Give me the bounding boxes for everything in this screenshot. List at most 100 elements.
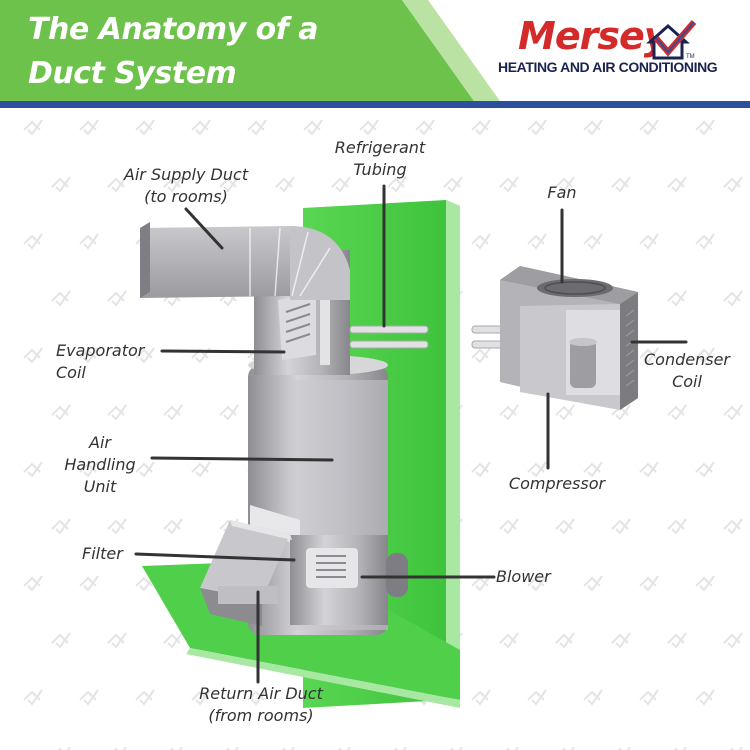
return-air-duct [200, 520, 292, 626]
background-house-mark [471, 461, 491, 478]
background-house-mark [611, 176, 631, 193]
background-house-mark [191, 461, 211, 478]
background-house-mark [695, 119, 715, 136]
background-house-mark [729, 746, 743, 750]
background-house-mark [695, 689, 715, 706]
background-house-mark [471, 233, 491, 250]
label-condenser-coil: Condenser Coil [644, 350, 730, 391]
background-house-mark [281, 746, 295, 750]
background-house-mark [561, 746, 575, 750]
background-house-mark [23, 347, 43, 364]
background-house-mark [443, 176, 463, 193]
background-house-mark [471, 689, 491, 706]
background-house-mark [639, 461, 659, 478]
background-house-mark [79, 575, 99, 592]
background-house-mark [191, 119, 211, 136]
background-house-mark [337, 746, 351, 750]
background-house-mark [555, 632, 575, 649]
background-house-mark [247, 689, 267, 706]
brand-name: Mersey [518, 14, 668, 58]
label-filter: Filter [82, 544, 123, 563]
background-house-mark [527, 119, 547, 136]
background-house-mark [135, 689, 155, 706]
background-house-mark [639, 119, 659, 136]
compressor [570, 340, 596, 388]
background-house-mark [723, 632, 743, 649]
background-house-mark [303, 119, 323, 136]
background-house-mark [639, 233, 659, 250]
label-compressor: Compressor [508, 474, 606, 493]
background-house-mark [107, 176, 127, 193]
background-house-mark [107, 290, 127, 307]
background-house-mark [135, 461, 155, 478]
background-house-mark [163, 176, 183, 193]
background-house-mark [583, 575, 603, 592]
background-house-mark [163, 632, 183, 649]
background-house-mark [471, 347, 491, 364]
background-house-mark [583, 233, 603, 250]
background-house-mark [667, 290, 687, 307]
leader-lines [134, 184, 688, 684]
background-house-mark [275, 176, 295, 193]
background-house-mark [415, 119, 435, 136]
leader-filter [134, 552, 296, 562]
background-house-mark [107, 404, 127, 421]
background-house-mark [51, 290, 71, 307]
background-house-mark [667, 632, 687, 649]
background-house-mark [499, 404, 519, 421]
background-house-mark [191, 689, 211, 706]
header-divider [0, 101, 750, 108]
background-house-mark [723, 290, 743, 307]
background-house-mark [673, 746, 687, 750]
background-house-mark [639, 689, 659, 706]
label-air-supply-duct: Air Supply Duct (to rooms) [123, 165, 249, 206]
background-house-mark [471, 119, 491, 136]
page-title-line-1: The Anatomy of a [28, 12, 319, 47]
background-house-mark [695, 461, 715, 478]
blower-vents [316, 555, 346, 578]
background-house-mark [247, 119, 267, 136]
blower [250, 505, 408, 625]
background-house-mark [723, 404, 743, 421]
leader-air-handling-unit [150, 456, 334, 462]
background-house-mark [23, 575, 43, 592]
background-house-mark [135, 347, 155, 364]
brand-logo: Mersey TM HEATING AND AIR CONDITIONING [496, 14, 728, 84]
leader-air-supply-duct [184, 207, 224, 250]
background-house-mark [527, 233, 547, 250]
background-house-mark [611, 518, 631, 535]
background-house-mark [23, 119, 43, 136]
background-house-mark [225, 746, 239, 750]
label-refrigerant-tubing: Refrigerant Tubing [334, 138, 426, 179]
background-house-mark [611, 632, 631, 649]
background-house-mark [555, 176, 575, 193]
brand-tagline: HEATING AND AIR CONDITIONING [498, 59, 718, 75]
background-house-mark [499, 518, 519, 535]
background-house-mark [667, 176, 687, 193]
label-fan: Fan [547, 183, 577, 202]
label-air-handling-unit: Air Handling Unit [64, 433, 136, 496]
background-house-mark [555, 404, 575, 421]
background-house-mark [79, 119, 99, 136]
background-house-mark [387, 176, 407, 193]
background-house-mark [695, 575, 715, 592]
background-house-mark [583, 689, 603, 706]
background-house-mark [23, 233, 43, 250]
page-title-line-2: Duct System [28, 56, 237, 91]
background-house-mark [79, 347, 99, 364]
background-house-mark [79, 233, 99, 250]
background-house-mark [219, 404, 239, 421]
background-house-mark [113, 746, 127, 750]
background-house-mark [331, 176, 351, 193]
background-house-mark [51, 404, 71, 421]
background-house-mark [527, 461, 547, 478]
background-house-mark [51, 176, 71, 193]
background-house-mark [695, 347, 715, 364]
condenser-coil-fins [625, 309, 635, 387]
background-house-mark [499, 632, 519, 649]
background-house-mark [163, 518, 183, 535]
background-house-mark [107, 518, 127, 535]
evaporator-coil-fins [285, 303, 311, 343]
